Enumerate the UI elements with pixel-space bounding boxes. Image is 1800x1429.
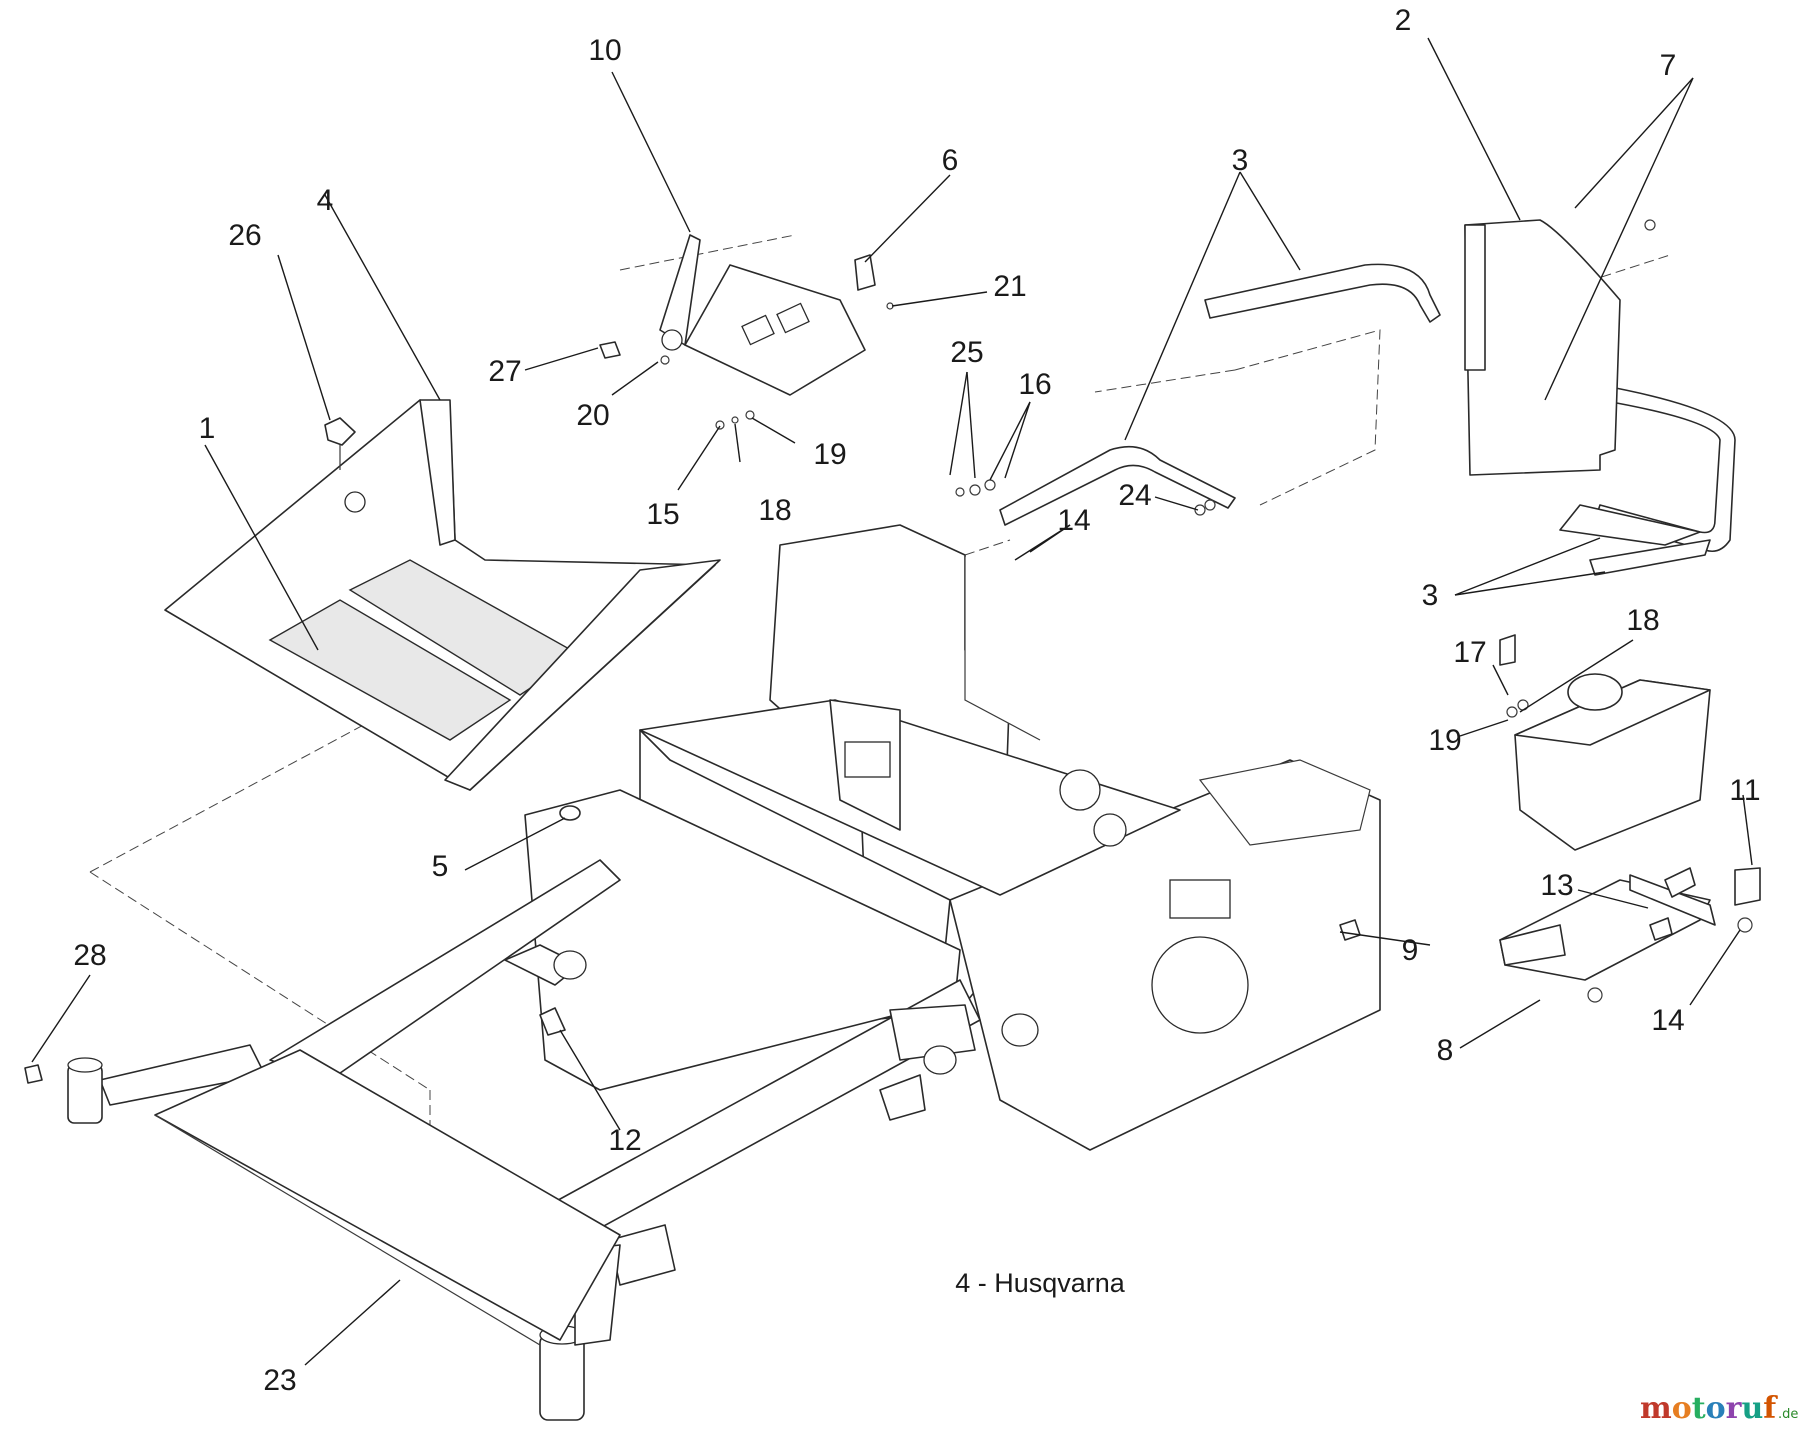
callout-4: 4: [317, 184, 334, 217]
callout-1: 1: [199, 412, 216, 445]
floor-pan: [164, 399, 721, 791]
callout-14-top: 14: [1057, 504, 1090, 537]
fuel-tank-assembly: [1339, 634, 1761, 1003]
callout-12: 12: [608, 1124, 641, 1157]
callout-14-right: 14: [1651, 1004, 1684, 1037]
back-plate: [1464, 219, 1621, 476]
watermark-letter: o: [1706, 1391, 1726, 1426]
callout-26: 26: [228, 219, 261, 252]
diagram-caption: 4 - Husqvarna: [955, 1268, 1126, 1298]
switch-11-icon: [1734, 867, 1761, 906]
caster-mount-left-icon: [67, 1064, 103, 1124]
callouts: 10 2 7 6 3 26 4 21 25 16 27 1 20 19 24 1…: [73, 4, 1760, 1397]
watermark-letter: m: [1640, 1391, 1672, 1426]
fastener-27-icon: [599, 341, 621, 359]
plug-5-icon: [559, 805, 581, 821]
callout-24: 24: [1118, 479, 1151, 512]
callout-16: 16: [1018, 368, 1051, 401]
callout-19-right: 19: [1428, 724, 1461, 757]
fitting-28-icon: [24, 1064, 43, 1084]
callout-25: 25: [950, 336, 983, 369]
watermark: motoruf .de: [1640, 1391, 1798, 1426]
main-frame: [67, 524, 1381, 1421]
callout-18-right: 18: [1626, 604, 1659, 637]
bracket-12-icon: [539, 1007, 566, 1036]
watermark-letter: f: [1763, 1391, 1778, 1426]
watermark-letter: t: [1692, 1391, 1706, 1426]
callout-3-top: 3: [1232, 144, 1249, 177]
watermark-letter: o: [1672, 1391, 1692, 1426]
control-panel: [599, 234, 894, 430]
callout-21: 21: [993, 270, 1026, 303]
callout-20: 20: [576, 399, 609, 432]
leader-lines: [31, 37, 1753, 1366]
callout-3-bottom: 3: [1422, 579, 1439, 612]
callout-7: 7: [1660, 49, 1677, 82]
callout-2: 2: [1395, 4, 1412, 37]
callout-17: 17: [1453, 636, 1486, 669]
watermark-suffix: .de: [1778, 1407, 1798, 1422]
callout-10: 10: [588, 34, 621, 67]
small-parts: [24, 487, 1216, 1084]
floor-mat-front: [268, 599, 512, 741]
callout-13: 13: [1540, 869, 1573, 902]
callout-6: 6: [942, 144, 959, 177]
fuel-cap-icon: [1567, 673, 1623, 711]
watermark-letter: u: [1741, 1391, 1763, 1426]
caster-mount-right-icon: [539, 1334, 585, 1421]
callout-23: 23: [263, 1364, 296, 1397]
callout-15: 15: [646, 498, 679, 531]
knob-part: [324, 417, 356, 470]
frame-large-hole-icon: [1151, 936, 1249, 1034]
callout-5: 5: [432, 850, 449, 883]
callout-9: 9: [1402, 934, 1419, 967]
callout-27: 27: [488, 355, 521, 388]
callout-28: 28: [73, 939, 106, 972]
watermark-letter: r: [1726, 1391, 1743, 1426]
callout-11: 11: [1729, 774, 1760, 807]
callout-8: 8: [1437, 1034, 1454, 1067]
callout-18-top: 18: [758, 494, 791, 527]
front-plate: [154, 1049, 621, 1346]
watermark-logo: motoruf: [1640, 1391, 1778, 1426]
frame-slot-icon: [1169, 879, 1231, 919]
callout-19-top: 19: [813, 438, 846, 471]
